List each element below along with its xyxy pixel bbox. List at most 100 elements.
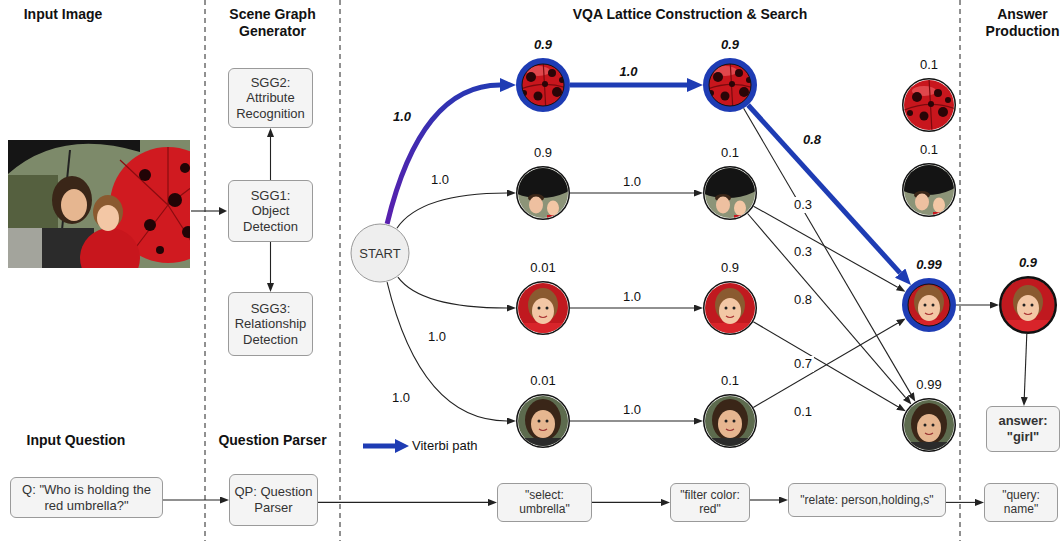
crop-image xyxy=(999,276,1057,334)
column-divider xyxy=(205,0,206,541)
photo-part xyxy=(912,92,922,102)
photo-part xyxy=(546,420,549,423)
photo-part xyxy=(539,316,547,318)
lattice-node: 0.1 xyxy=(703,394,757,448)
node-outline xyxy=(703,58,757,112)
lattice-node: 0.01 xyxy=(516,281,570,335)
photo-part xyxy=(945,97,951,103)
photo-part xyxy=(1017,295,1039,321)
photo-part xyxy=(718,410,742,438)
viterbi-ring xyxy=(905,281,953,329)
process-box: answer: "girl" xyxy=(986,406,1060,452)
box-text: SGG2: Attribute Recognition xyxy=(233,75,308,122)
box-text: QP: Question Parser xyxy=(234,484,313,515)
connector xyxy=(163,499,220,500)
edge-label: 1.0 xyxy=(429,172,451,188)
box-text: SGG3: Relationship Detection xyxy=(233,301,308,348)
score-label: 0.01 xyxy=(528,260,557,276)
start-text: START xyxy=(359,246,400,261)
process-box: "query: name" xyxy=(984,483,1058,522)
node-outline xyxy=(516,166,570,220)
woman-face xyxy=(61,189,87,221)
box-text: "filter color: red" xyxy=(675,488,745,517)
photo-part xyxy=(911,403,947,445)
connector xyxy=(744,108,911,394)
score-label: 0.99 xyxy=(914,377,943,393)
viterbi-ring xyxy=(706,61,754,109)
legend-arrow-head xyxy=(395,439,409,453)
photo-part xyxy=(516,323,570,335)
photo-part xyxy=(531,410,555,438)
photo-part xyxy=(1031,304,1034,307)
node-ring xyxy=(517,167,570,220)
photo-part xyxy=(703,166,757,198)
score-label: 0.9 xyxy=(719,260,741,276)
photo-part xyxy=(920,112,929,121)
umbrella-dot xyxy=(144,219,156,231)
lattice-node: 0.9 xyxy=(999,276,1057,334)
node-ring xyxy=(908,284,950,326)
process-box: "select: umbrella" xyxy=(497,483,592,522)
edge-label: 0.7 xyxy=(792,356,814,372)
node-outline xyxy=(703,166,757,220)
lattice-node: 0.1 xyxy=(703,166,757,220)
photo-part xyxy=(924,304,927,307)
connector xyxy=(748,214,906,398)
photo-part xyxy=(933,198,945,213)
photo-part xyxy=(534,92,543,101)
box-text: answer: "girl" xyxy=(991,413,1055,444)
process-box: "filter color: red" xyxy=(670,483,750,522)
photo-part xyxy=(932,424,935,427)
node-outline xyxy=(516,281,570,335)
column-divider xyxy=(340,0,341,541)
girl-face xyxy=(97,205,119,231)
node-ring xyxy=(522,64,564,106)
umbrella-dot xyxy=(156,246,164,254)
node-outline xyxy=(516,58,570,112)
photo-part xyxy=(532,298,554,324)
score-label: 0.1 xyxy=(918,142,940,158)
column-heading: Question Parser xyxy=(210,432,335,449)
photo-part xyxy=(712,399,748,441)
crop-image xyxy=(902,78,956,132)
edge-label: 0.3 xyxy=(792,197,814,213)
viterbi-connector xyxy=(570,83,687,88)
column-heading: Input Image xyxy=(2,6,124,23)
woman-hair xyxy=(52,176,92,224)
crop-image xyxy=(516,394,570,448)
score-label: 0.9 xyxy=(1017,255,1039,271)
node-outline xyxy=(703,394,757,448)
photo-part xyxy=(538,307,541,310)
photo-part xyxy=(516,166,570,198)
node-ring xyxy=(704,282,757,335)
photo-part xyxy=(726,316,734,318)
photo-part xyxy=(925,313,933,315)
column-heading: Scene Graph Generator xyxy=(210,6,335,40)
photo-part xyxy=(928,101,934,107)
legend-text: Viterbi path xyxy=(412,438,478,454)
node-ring xyxy=(1000,277,1056,333)
edge-label: 0.8 xyxy=(792,292,814,308)
photo-part xyxy=(729,81,735,87)
crop-image xyxy=(516,166,570,220)
node-ring xyxy=(704,167,757,220)
photo-part xyxy=(725,307,728,310)
score-label: 0.1 xyxy=(918,57,940,73)
photo-part xyxy=(938,107,948,117)
photo-part xyxy=(516,58,570,112)
photo-part xyxy=(733,307,736,310)
connector xyxy=(753,322,898,407)
lattice-node: 0.1 xyxy=(902,78,956,132)
photo-part xyxy=(918,295,940,321)
lattice-node: 0.9 xyxy=(516,58,570,112)
photo-part xyxy=(924,424,927,427)
girl-coat xyxy=(80,228,140,268)
crop-image xyxy=(703,58,757,112)
column-divider xyxy=(960,0,961,541)
edge-label: 0.8 xyxy=(801,132,823,148)
connector xyxy=(1024,334,1027,397)
photo-part xyxy=(902,163,956,195)
photo-part xyxy=(915,194,929,211)
photo-part xyxy=(713,72,723,82)
lattice-node: 0.01 xyxy=(516,394,570,448)
